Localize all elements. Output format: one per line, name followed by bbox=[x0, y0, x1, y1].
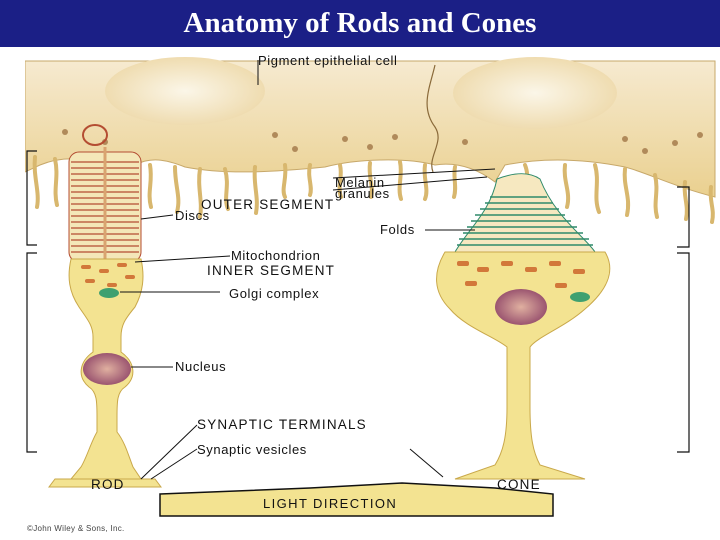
label-folds: Folds bbox=[380, 222, 415, 237]
label-light-direction: LIGHT DIRECTION bbox=[263, 496, 398, 511]
segment-brackets bbox=[26, 150, 690, 453]
label-nucleus: Nucleus bbox=[175, 359, 227, 374]
label-melanin: Melanin bbox=[335, 175, 385, 190]
copyright-credit: ©John Wiley & Sons, Inc. bbox=[27, 524, 125, 533]
label-pigment-epithelial-cell: Pigment epithelial cell bbox=[258, 53, 398, 68]
label-discs: Discs bbox=[175, 208, 210, 223]
label-mitochondrion: Mitochondrion bbox=[231, 248, 321, 263]
label-cone: CONE bbox=[497, 477, 541, 492]
label-granules: granules bbox=[335, 186, 390, 201]
rod-cone-diagram: Pigment epithelial cell Melanin granules… bbox=[25, 47, 720, 540]
label-outer-segment: OUTER SEGMENT bbox=[201, 197, 335, 212]
label-golgi-complex: Golgi complex bbox=[229, 286, 320, 301]
light-direction-banner bbox=[159, 482, 554, 517]
label-synaptic-vesicles: Synaptic vesicles bbox=[197, 442, 307, 457]
label-inner-segment: INNER SEGMENT bbox=[207, 263, 336, 278]
title-bar bbox=[0, 0, 720, 47]
diagram-artwork bbox=[25, 57, 716, 517]
leader-lines bbox=[120, 60, 496, 480]
rod-cell bbox=[48, 124, 162, 488]
slide-title: Anatomy of Rods and Cones bbox=[183, 7, 537, 39]
cone-cell bbox=[436, 173, 611, 480]
label-synaptic-terminals: SYNAPTIC TERMINALS bbox=[197, 417, 367, 432]
label-rod: ROD bbox=[91, 477, 125, 492]
